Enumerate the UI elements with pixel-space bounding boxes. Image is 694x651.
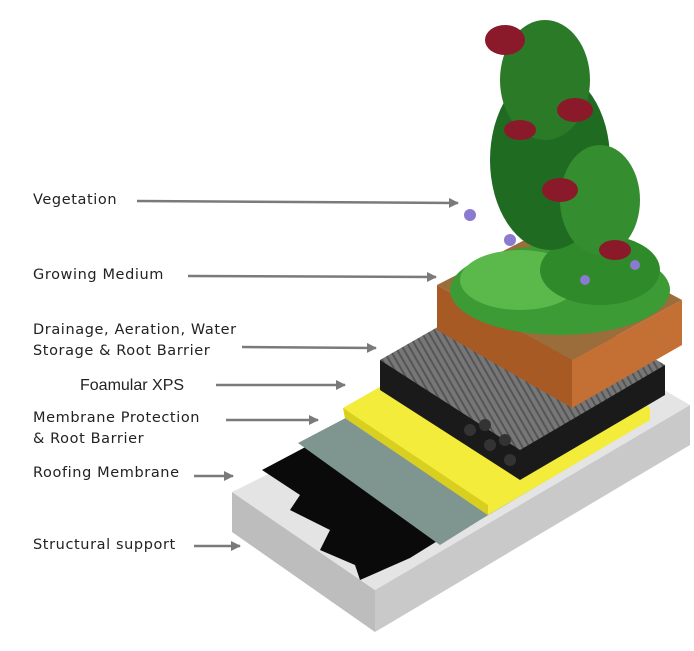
- label-membrane-protection-line2: & Root Barrier: [33, 431, 145, 447]
- label-roofing-membrane: Roofing Membrane: [33, 465, 180, 481]
- label-membrane-protection-line1: Membrane Protection: [33, 410, 201, 426]
- arrow-drainage: [241, 342, 377, 353]
- arrow-growing-medium: [187, 271, 437, 282]
- label-foamular-xps: Foamular XPS: [80, 377, 185, 394]
- label-growing-medium: Growing Medium: [33, 267, 165, 283]
- label-drainage-line2: Storage & Root Barrier: [33, 343, 211, 359]
- arrow-vegetation: [136, 197, 459, 208]
- vegetation-plants: [450, 20, 670, 335]
- label-structural-support: Structural support: [33, 537, 176, 553]
- pointer-arrows: [136, 197, 459, 551]
- label-vegetation: Vegetation: [33, 192, 118, 208]
- label-drainage-line1: Drainage, Aeration, Water: [33, 322, 237, 338]
